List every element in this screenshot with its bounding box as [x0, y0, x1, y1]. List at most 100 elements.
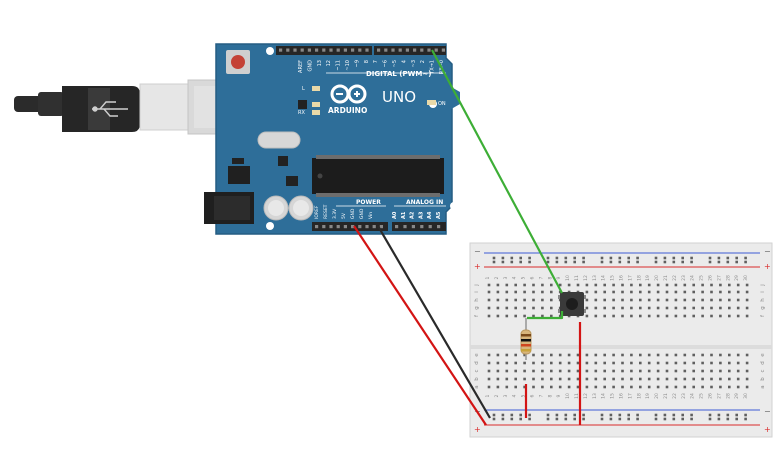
rail-hole[interactable]	[636, 256, 639, 260]
breadboard-hole[interactable]	[567, 353, 571, 357]
breadboard-hole[interactable]	[550, 369, 553, 373]
rail-hole[interactable]	[519, 417, 522, 421]
breadboard-hole[interactable]	[585, 283, 589, 287]
header-pin[interactable]	[365, 225, 369, 229]
breadboard-hole[interactable]	[745, 298, 749, 302]
rail-hole[interactable]	[618, 260, 622, 264]
breadboard-hole[interactable]	[603, 385, 606, 389]
breadboard-hole[interactable]	[496, 353, 500, 357]
breadboard-hole[interactable]	[603, 369, 606, 373]
breadboard-hole[interactable]	[550, 290, 553, 294]
breadboard-hole[interactable]	[745, 283, 749, 287]
breadboard-hole[interactable]	[719, 377, 722, 381]
rail-hole[interactable]	[627, 413, 630, 417]
breadboard-hole[interactable]	[630, 283, 633, 287]
breadboard-hole[interactable]	[496, 283, 500, 287]
breadboard-hole[interactable]	[692, 361, 695, 365]
rail-hole[interactable]	[654, 260, 658, 264]
breadboard-hole[interactable]	[514, 314, 517, 318]
breadboard-hole[interactable]	[532, 353, 535, 357]
breadboard-hole[interactable]	[496, 298, 500, 302]
breadboard-hole[interactable]	[683, 377, 687, 381]
breadboard-hole[interactable]	[710, 290, 713, 294]
header-pin[interactable]	[322, 225, 326, 229]
rail-hole[interactable]	[690, 413, 693, 417]
breadboard-hole[interactable]	[594, 353, 598, 357]
breadboard-hole[interactable]	[576, 283, 580, 287]
breadboard-hole[interactable]	[647, 377, 651, 381]
breadboard-hole[interactable]	[505, 290, 509, 294]
breadboard-hole[interactable]	[621, 369, 624, 373]
breadboard-hole[interactable]	[736, 377, 740, 381]
rail-hole[interactable]	[573, 413, 576, 417]
breadboard-hole[interactable]	[487, 353, 491, 357]
rail-hole[interactable]	[528, 260, 531, 264]
header-pin[interactable]	[420, 225, 424, 229]
rail-hole[interactable]	[600, 256, 604, 260]
rail-hole[interactable]	[708, 256, 712, 260]
breadboard-hole[interactable]	[639, 283, 642, 287]
breadboard-hole[interactable]	[656, 314, 660, 318]
rail-hole[interactable]	[546, 260, 550, 264]
breadboard-hole[interactable]	[594, 369, 598, 373]
breadboard-hole[interactable]	[639, 361, 642, 365]
breadboard-hole[interactable]	[594, 377, 598, 381]
breadboard-hole[interactable]	[585, 290, 589, 294]
breadboard-hole[interactable]	[567, 361, 571, 365]
header-pin[interactable]	[300, 48, 304, 52]
breadboard-hole[interactable]	[550, 377, 553, 381]
breadboard-hole[interactable]	[505, 314, 509, 318]
breadboard-hole[interactable]	[576, 361, 580, 365]
breadboard-hole[interactable]	[630, 361, 633, 365]
breadboard-hole[interactable]	[585, 306, 589, 310]
breadboard-hole[interactable]	[612, 306, 615, 310]
breadboard-hole[interactable]	[514, 298, 517, 302]
rail-hole[interactable]	[609, 413, 613, 417]
breadboard-hole[interactable]	[541, 314, 544, 318]
rail-hole[interactable]	[609, 256, 613, 260]
rail-hole[interactable]	[609, 417, 613, 421]
breadboard-hole[interactable]	[701, 385, 704, 389]
breadboard-hole[interactable]	[745, 369, 749, 373]
breadboard-hole[interactable]	[541, 298, 544, 302]
breadboard-hole[interactable]	[639, 353, 642, 357]
breadboard-hole[interactable]	[496, 290, 500, 294]
breadboard-hole[interactable]	[567, 369, 571, 373]
breadboard-hole[interactable]	[550, 353, 553, 357]
rail-hole[interactable]	[573, 256, 576, 260]
rail-hole[interactable]	[627, 417, 630, 421]
header-pin[interactable]	[403, 225, 407, 229]
breadboard-hole[interactable]	[710, 369, 713, 373]
breadboard-hole[interactable]	[692, 369, 695, 373]
reset-button[interactable]	[226, 50, 250, 74]
rail-hole[interactable]	[555, 413, 559, 417]
rail-hole[interactable]	[744, 256, 747, 260]
breadboard-hole[interactable]	[674, 290, 678, 294]
breadboard-hole[interactable]	[558, 361, 562, 365]
green-signal-wire[interactable]	[431, 49, 564, 320]
header-pin[interactable]	[315, 48, 319, 52]
breadboard-hole[interactable]	[505, 361, 509, 365]
breadboard-hole[interactable]	[728, 298, 731, 302]
header-pin[interactable]	[391, 48, 395, 52]
breadboard-hole[interactable]	[505, 306, 509, 310]
breadboard-hole[interactable]	[523, 290, 526, 294]
breadboard-hole[interactable]	[674, 353, 678, 357]
breadboard-hole[interactable]	[523, 283, 526, 287]
rail-hole[interactable]	[717, 260, 721, 264]
rail-hole[interactable]	[582, 256, 585, 260]
breadboard-hole[interactable]	[541, 283, 544, 287]
breadboard-hole[interactable]	[594, 298, 598, 302]
breadboard-hole[interactable]	[585, 377, 589, 381]
breadboard-hole[interactable]	[612, 298, 615, 302]
header-pin[interactable]	[441, 48, 445, 52]
breadboard-hole[interactable]	[728, 385, 731, 389]
breadboard-hole[interactable]	[514, 377, 517, 381]
rail-hole[interactable]	[582, 417, 585, 421]
header-pin[interactable]	[377, 48, 381, 52]
breadboard-hole[interactable]	[558, 290, 562, 294]
breadboard-hole[interactable]	[639, 298, 642, 302]
breadboard-hole[interactable]	[621, 283, 624, 287]
breadboard-hole[interactable]	[719, 361, 722, 365]
breadboard-hole[interactable]	[576, 385, 580, 389]
